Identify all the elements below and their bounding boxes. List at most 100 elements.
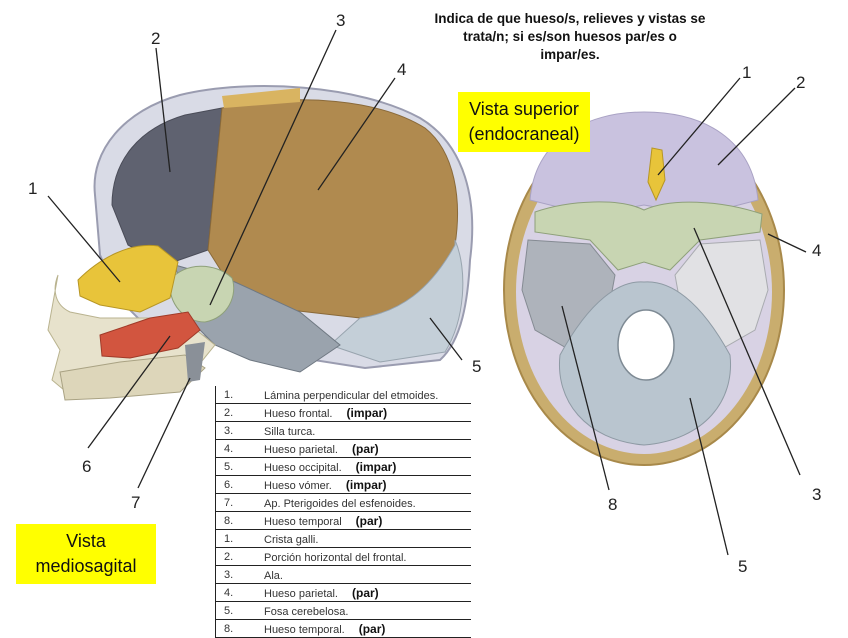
sagittal-marker-3: 3 <box>336 11 345 30</box>
legend-text: Ala. <box>262 565 471 584</box>
superior-leader-lines <box>561 77 807 556</box>
legend-row: 2.Hueso frontal. (impar) <box>215 403 471 422</box>
legend-text: Silla turca. <box>262 421 471 440</box>
sagittal-marker-7: 7 <box>131 493 140 512</box>
legend-tag: (par) <box>352 441 379 456</box>
superior-marker-3: 3 <box>812 485 821 504</box>
legend-label: Hueso frontal. <box>264 407 333 420</box>
legend-row: 5.Fosa cerebelosa. <box>215 601 471 620</box>
legend-num: 3. <box>215 565 262 584</box>
superior-marker-5: 5 <box>738 557 747 576</box>
legend-num: 4. <box>215 439 262 458</box>
legend-row: 5.Hueso occipital. (impar) <box>215 457 471 476</box>
legend-row: 6.Hueso vómer. (impar) <box>215 475 471 494</box>
sagittal-marker-4: 4 <box>397 60 406 79</box>
legend-tag: (par) <box>355 513 383 528</box>
legend-label: Ala. <box>264 569 283 582</box>
legend-text: Hueso vómer. (impar) <box>262 475 471 494</box>
instruction-line-2: trata/n; si es/son huesos par/es o <box>463 29 677 44</box>
legend-num: 8. <box>215 511 262 530</box>
legend-text: Hueso parietal. (par) <box>262 439 471 458</box>
legend-row: 2.Porción horizontal del frontal. <box>215 547 471 566</box>
legend-text: Fosa cerebelosa. <box>262 601 471 620</box>
legend-num: 1. <box>215 529 262 548</box>
legend-row: 1.Lámina perpendicular del etmoides. <box>215 386 471 404</box>
legend-text: Hueso temporal (par) <box>262 511 471 530</box>
legend-num: 5. <box>215 457 262 476</box>
crista-galli <box>647 147 666 202</box>
legend-label: Hueso parietal. <box>264 443 338 456</box>
legend-row: 4.Hueso parietal. (par) <box>215 583 471 602</box>
legend-label: Hueso temporal. <box>264 623 345 636</box>
legend-label: Silla turca. <box>264 425 316 438</box>
legend-num: 1. <box>215 386 262 404</box>
legend-text: Lámina perpendicular del etmoides. <box>262 386 471 404</box>
legend-text: Hueso parietal. (par) <box>262 583 471 602</box>
legend-row: 7.Ap. Pterigoides del esfenoides. <box>215 493 471 512</box>
legend-num: 3. <box>215 421 262 440</box>
legend-label: Porción horizontal del frontal. <box>264 551 407 564</box>
suture-strip <box>222 88 300 108</box>
legend-num: 2. <box>215 403 262 422</box>
legend-num: 5. <box>215 601 262 620</box>
superior-marker-2: 2 <box>796 73 805 92</box>
foramen-magnum <box>617 309 675 381</box>
legend-tag: (impar) <box>355 459 397 474</box>
legend-text: Ap. Pterigoides del esfenoides. <box>262 493 471 512</box>
legend-num: 7. <box>215 493 262 512</box>
pterygoid-process <box>185 342 205 382</box>
legend-text: Hueso temporal. (par) <box>262 619 471 638</box>
vista-mediosagital-label: Vista mediosagital <box>16 524 156 584</box>
superior-marker-8: 8 <box>608 495 617 514</box>
legend-num: 6. <box>215 475 262 494</box>
instruction-line-3: impar/es. <box>540 47 600 62</box>
sphenoid-bone <box>169 265 235 323</box>
legend-text: Hueso frontal. (impar) <box>262 403 471 422</box>
sagittal-leader-lines <box>47 29 463 489</box>
sagittal-marker-1: 1 <box>28 179 37 198</box>
legend-text: Crista galli. <box>262 529 471 548</box>
legend-tag: (impar) <box>346 405 388 420</box>
legend-label: Lámina perpendicular del etmoides. <box>264 389 439 402</box>
legend-num: 2. <box>215 547 262 566</box>
legend-label: Crista galli. <box>264 533 319 546</box>
superior-skull: 1 2 4 3 5 8 <box>503 63 821 576</box>
vista-superior-label: Vista superior (endocraneal) <box>458 92 590 152</box>
legend-tag: (par) <box>352 585 379 600</box>
parietal-bone <box>207 99 458 319</box>
vista-superior-line-1: Vista superior <box>469 99 579 119</box>
legend-row: 8.Hueso temporal (par) <box>215 511 471 530</box>
legend-row: 8.Hueso temporal. (par) <box>215 619 471 638</box>
sagittal-marker-2: 2 <box>151 29 160 48</box>
legend-label: Hueso parietal. <box>264 587 338 600</box>
legend-label: Hueso vómer. <box>264 479 332 492</box>
legend-label: Ap. Pterigoides del esfenoides. <box>264 497 416 510</box>
legend-row: 3.Ala. <box>215 565 471 584</box>
superior-marker-4: 4 <box>812 241 821 260</box>
legend-text: Hueso occipital. (impar) <box>262 457 471 476</box>
occipital-bone <box>329 239 464 363</box>
legend-text: Porción horizontal del frontal. <box>262 547 471 566</box>
legend-num: 4. <box>215 583 262 602</box>
sagittal-marker-5: 5 <box>472 357 481 376</box>
instruction-line-1: Indica de que hueso/s, relieves y vistas… <box>434 11 706 26</box>
legend-row: 4.Hueso parietal. (par) <box>215 439 471 458</box>
answer-legend-table: 1.Lámina perpendicular del etmoides. 2.H… <box>215 386 471 638</box>
superior-marker-1: 1 <box>742 63 751 82</box>
sphenoid-wings <box>534 201 763 271</box>
legend-num: 8. <box>215 619 262 638</box>
sagittal-skull: 1 2 3 4 5 6 7 <box>28 11 481 512</box>
vista-mediosagital-line-1: Vista <box>66 531 106 551</box>
legend-row: 1.Crista galli. <box>215 529 471 548</box>
legend-label: Fosa cerebelosa. <box>264 605 349 618</box>
vista-mediosagital-line-2: mediosagital <box>35 556 137 576</box>
legend-tag: (impar) <box>345 477 387 492</box>
legend-label: Hueso temporal <box>264 515 342 528</box>
vomer-bone <box>99 311 201 359</box>
legend-tag: (par) <box>358 621 386 636</box>
sagittal-marker-6: 6 <box>82 457 91 476</box>
legend-label: Hueso occipital. <box>264 461 342 474</box>
legend-row: 3.Silla turca. <box>215 421 471 440</box>
instruction-text: Indica de que hueso/s, relieves y vistas… <box>405 10 735 64</box>
